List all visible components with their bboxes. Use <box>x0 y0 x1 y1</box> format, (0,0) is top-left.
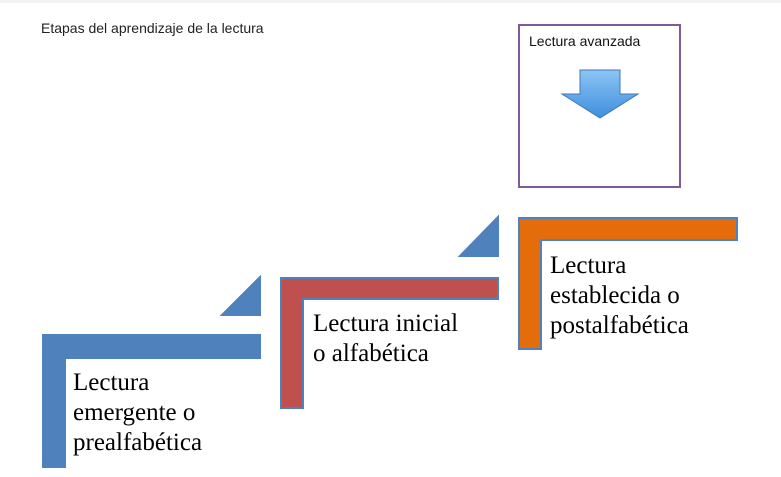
step-emergent-line-2: emergente o <box>73 399 196 426</box>
step-established-line-3: postalfabética <box>550 312 689 339</box>
step-emergent-line-3: prealfabética <box>73 429 203 456</box>
step-established-bracket <box>518 217 738 350</box>
down-arrow-icon <box>560 69 640 119</box>
step-emergent-label: Lectura emergente o prealfabética <box>73 368 202 458</box>
step-emergent-line-1: Lectura <box>73 369 150 396</box>
step-emergent-bracket <box>42 334 261 468</box>
step-established-line-1: Lectura <box>550 252 627 279</box>
diagram-title: Etapas del aprendizaje de la lectura <box>41 20 264 36</box>
step-initial-label: Lectura inicial o alfabética <box>313 309 458 369</box>
step-established-line-2: establecida o <box>550 282 680 309</box>
step-initial-corner-triangle <box>457 214 499 257</box>
step-initial-line-2: o alfabética <box>313 340 429 367</box>
advanced-reading-box: Lectura avanzada <box>518 24 681 188</box>
step-established-label: Lectura establecida o postalfabética <box>550 251 689 341</box>
step-emergent-corner-triangle <box>219 274 261 316</box>
step-initial-bracket <box>280 277 499 409</box>
advanced-reading-label: Lectura avanzada <box>529 33 641 49</box>
step-initial-line-1: Lectura inicial <box>313 310 459 337</box>
top-bar <box>0 0 781 3</box>
